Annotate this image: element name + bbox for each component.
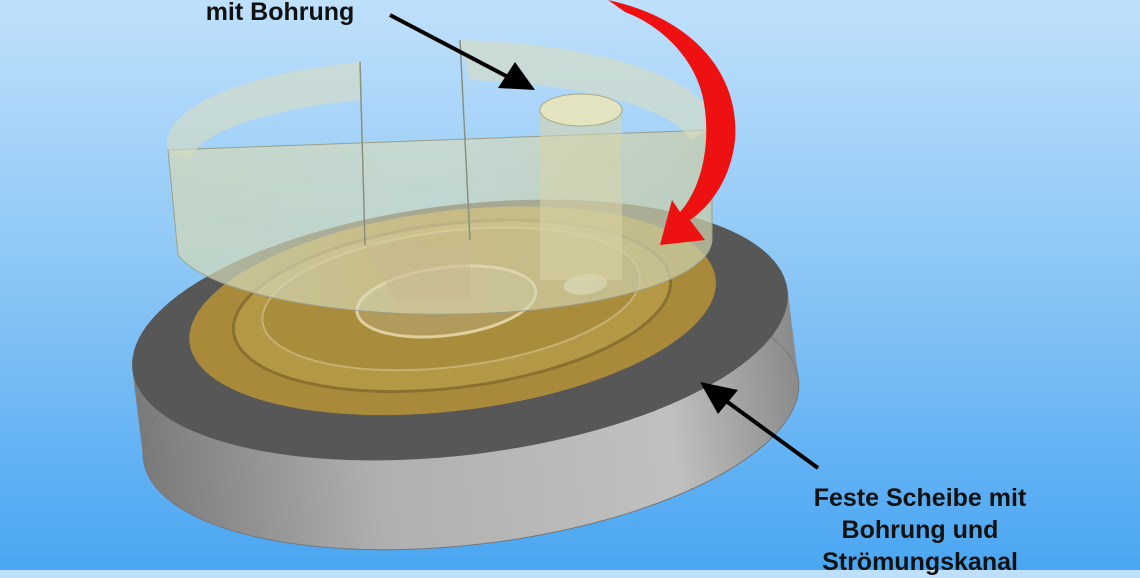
label-line: Bohrung und (841, 516, 999, 544)
pointer-arrow-bottom (700, 382, 820, 470)
pointer-arrow-top (389, 13, 535, 90)
cylinder-pin (539, 93, 623, 280)
label-line: Feste Scheibe mit (813, 484, 1027, 512)
rotation-arrow (608, 0, 736, 245)
label-line: Strömungskanal (822, 548, 1018, 576)
rotating-cylinder (167, 39, 713, 315)
label-fixed-disk: Feste Scheibe mit Bohrung und Strömungsk… (760, 482, 1080, 578)
label-rotating-disk: mit Bohrung (205, 0, 355, 26)
